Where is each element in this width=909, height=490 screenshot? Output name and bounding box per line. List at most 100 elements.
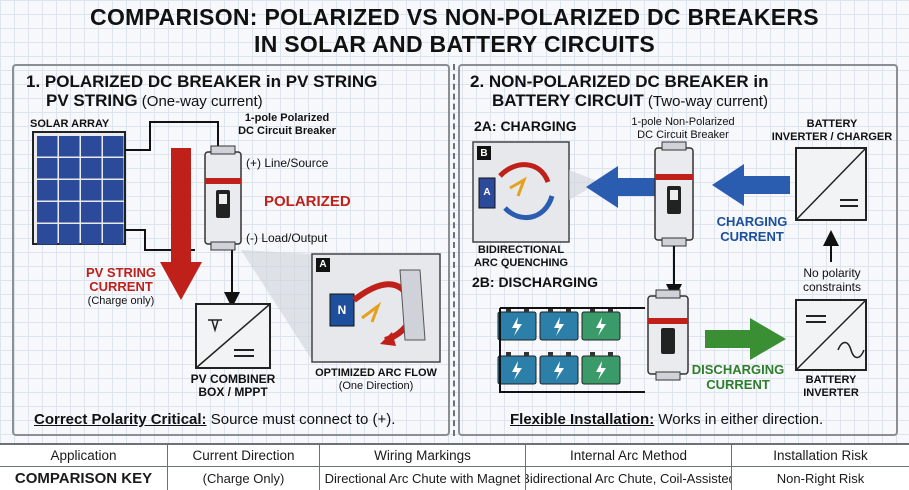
inset-b-tag: B — [480, 148, 488, 159]
right-heading: 2. NON-POLARIZED DC BREAKER in BATTERY C… — [470, 72, 768, 111]
right-footer-bold: Flexible Installation: — [510, 411, 655, 428]
discharging-title: 2B: DISCHARGING — [472, 274, 599, 290]
inset-a-callout — [241, 250, 312, 360]
inset-b-callout — [569, 170, 600, 200]
left-heading-sub: (One-way current) — [137, 93, 263, 110]
solar-cell — [81, 224, 102, 245]
left-breaker-label-1: 1-pole Polarized — [244, 112, 330, 124]
battery-inverter-icon — [795, 299, 867, 371]
no-polarity-label-2: constraints — [802, 280, 862, 294]
inverter-charger-label: BATTERY INVERTER / CHARGER — [762, 118, 902, 144]
right-footer-rest: Works in either direction. — [654, 411, 824, 428]
table-header-cell: Installation Risk — [732, 445, 909, 467]
charging-arrow-right — [712, 164, 790, 206]
solar-cell — [103, 202, 124, 223]
discharging-current-label-1: DISCHARGING — [691, 362, 785, 377]
load-output-label: (-) Load/Output — [246, 231, 328, 245]
title-line-1: COMPARISON: POLARIZED VS NON-POLARIZED D… — [90, 4, 819, 30]
non-polarized-breaker-bottom-icon — [647, 289, 689, 381]
bidir-label-1: BIDIRECTIONAL — [477, 244, 565, 256]
no-polarity-label: No polarity constraints — [784, 266, 880, 294]
discharging-current-label: DISCHARGING CURRENT — [686, 362, 790, 392]
table-cell: Non-Right Risk — [732, 467, 909, 490]
solar-cell — [37, 158, 58, 179]
left-footer: Correct Polarity Critical: Source must c… — [34, 411, 395, 429]
pv-current-arrow — [160, 148, 202, 300]
left-footer-rest: Source must connect to (+). — [206, 411, 396, 428]
charging-title: 2A: CHARGING — [474, 118, 577, 134]
table-cell: (Charge Only) — [168, 467, 320, 490]
right-footer: Flexible Installation: Works in either d… — [510, 411, 823, 429]
magnet-label: N — [337, 303, 347, 317]
solar-cell — [37, 202, 58, 223]
right-heading-line-1: 2. NON-POLARIZED DC BREAKER in — [470, 72, 769, 91]
charging-arrow-left — [586, 166, 658, 208]
solar-cell — [81, 136, 102, 157]
no-polarity-label-1: No polarity — [803, 266, 861, 280]
table-header-cell: Current Direction — [168, 445, 320, 467]
table-row: COMPARISON KEY (Charge Only) Directional… — [0, 467, 909, 490]
solar-cell — [59, 202, 80, 223]
charging-current-label: CHARGING CURRENT — [704, 214, 800, 244]
battery-icon — [497, 352, 537, 385]
left-footer-bold: Correct Polarity Critical: — [34, 411, 207, 428]
battery-icon — [581, 352, 621, 385]
inset-a-tag: A — [319, 259, 327, 270]
right-breaker-label-1: 1-pole Non-Polarized — [631, 116, 735, 128]
right-breaker-label: 1-pole Non-Polarized DC Circuit Breaker — [618, 116, 748, 142]
non-polarized-breaker-top-icon — [654, 141, 694, 247]
battery-icon — [539, 352, 579, 385]
diagram-graphics — [32, 121, 867, 393]
right-panel — [458, 64, 898, 436]
pv-current-label-2: CURRENT — [89, 279, 153, 294]
combiner-label: PV COMBINER BOX / MPPT — [178, 373, 288, 399]
battery-inverter-label-1: BATTERY — [805, 374, 857, 386]
inverter-charger-label-2: INVERTER / CHARGER — [771, 131, 893, 143]
solar-cell — [37, 180, 58, 201]
battery-inverter-label-2: INVERTER — [803, 387, 859, 399]
left-breaker-label: 1-pole Polarized DC Circuit Breaker — [222, 112, 352, 138]
arc-flow-label-2: (One Direction) — [338, 380, 414, 392]
battery-icon — [581, 308, 621, 341]
solar-cell — [81, 202, 102, 223]
inset-b-bidirectional — [472, 141, 570, 243]
left-panel — [12, 64, 450, 436]
battery-bank — [497, 308, 621, 385]
charging-current-label-2: CURRENT — [720, 229, 784, 244]
table-header-cell: Application — [0, 445, 168, 467]
solar-cell — [103, 158, 124, 179]
solar-array-icon — [32, 131, 126, 245]
solar-cell — [37, 224, 58, 245]
wire-solar-bottom — [125, 229, 195, 251]
charging-current-label-1: CHARGING — [716, 214, 788, 229]
table-cell: Bidirectional Arc Chute, Coil-Assisted — [526, 467, 732, 490]
table-cell: Directional Arc Chute with Magnet — [320, 467, 526, 490]
inset-a-arc-flow — [311, 253, 441, 363]
pv-combiner-box-icon — [195, 303, 271, 369]
combiner-label-1: PV COMBINER — [190, 372, 276, 386]
solar-cell — [59, 180, 80, 201]
solar-cell — [81, 158, 102, 179]
inverter-charger-icon — [795, 147, 867, 221]
solar-cell — [103, 136, 124, 157]
line-source-label: (+) Line/Source — [246, 156, 329, 170]
solar-cell — [59, 158, 80, 179]
arc-flow-label: OPTIMIZED ARC FLOW (One Direction) — [306, 367, 446, 393]
battery-icon — [497, 308, 537, 341]
inverter-charger-label-1: BATTERY — [806, 118, 858, 130]
table-header-cell: Internal Arc Method — [526, 445, 732, 467]
comparison-key-table: Application Current Direction Wiring Mar… — [0, 443, 909, 490]
left-heading-bold: PV STRING — [46, 91, 138, 110]
table-cell: COMPARISON KEY — [0, 467, 168, 490]
bidir-label: BIDIRECTIONAL ARC QUENCHING — [466, 244, 576, 270]
solar-cell — [81, 180, 102, 201]
wire-solar-top — [125, 121, 219, 151]
polarized-breaker-icon — [204, 145, 242, 251]
left-breaker-label-2: DC Circuit Breaker — [238, 125, 336, 137]
solar-cell — [59, 224, 80, 245]
polarized-label: POLARIZED — [264, 193, 351, 210]
inset-b-a-label: A — [483, 187, 491, 198]
combiner-label-2: BOX / MPPT — [198, 385, 268, 399]
table-header-row: Application Current Direction Wiring Mar… — [0, 445, 909, 467]
right-heading-sub: (Two-way current) — [643, 93, 768, 110]
